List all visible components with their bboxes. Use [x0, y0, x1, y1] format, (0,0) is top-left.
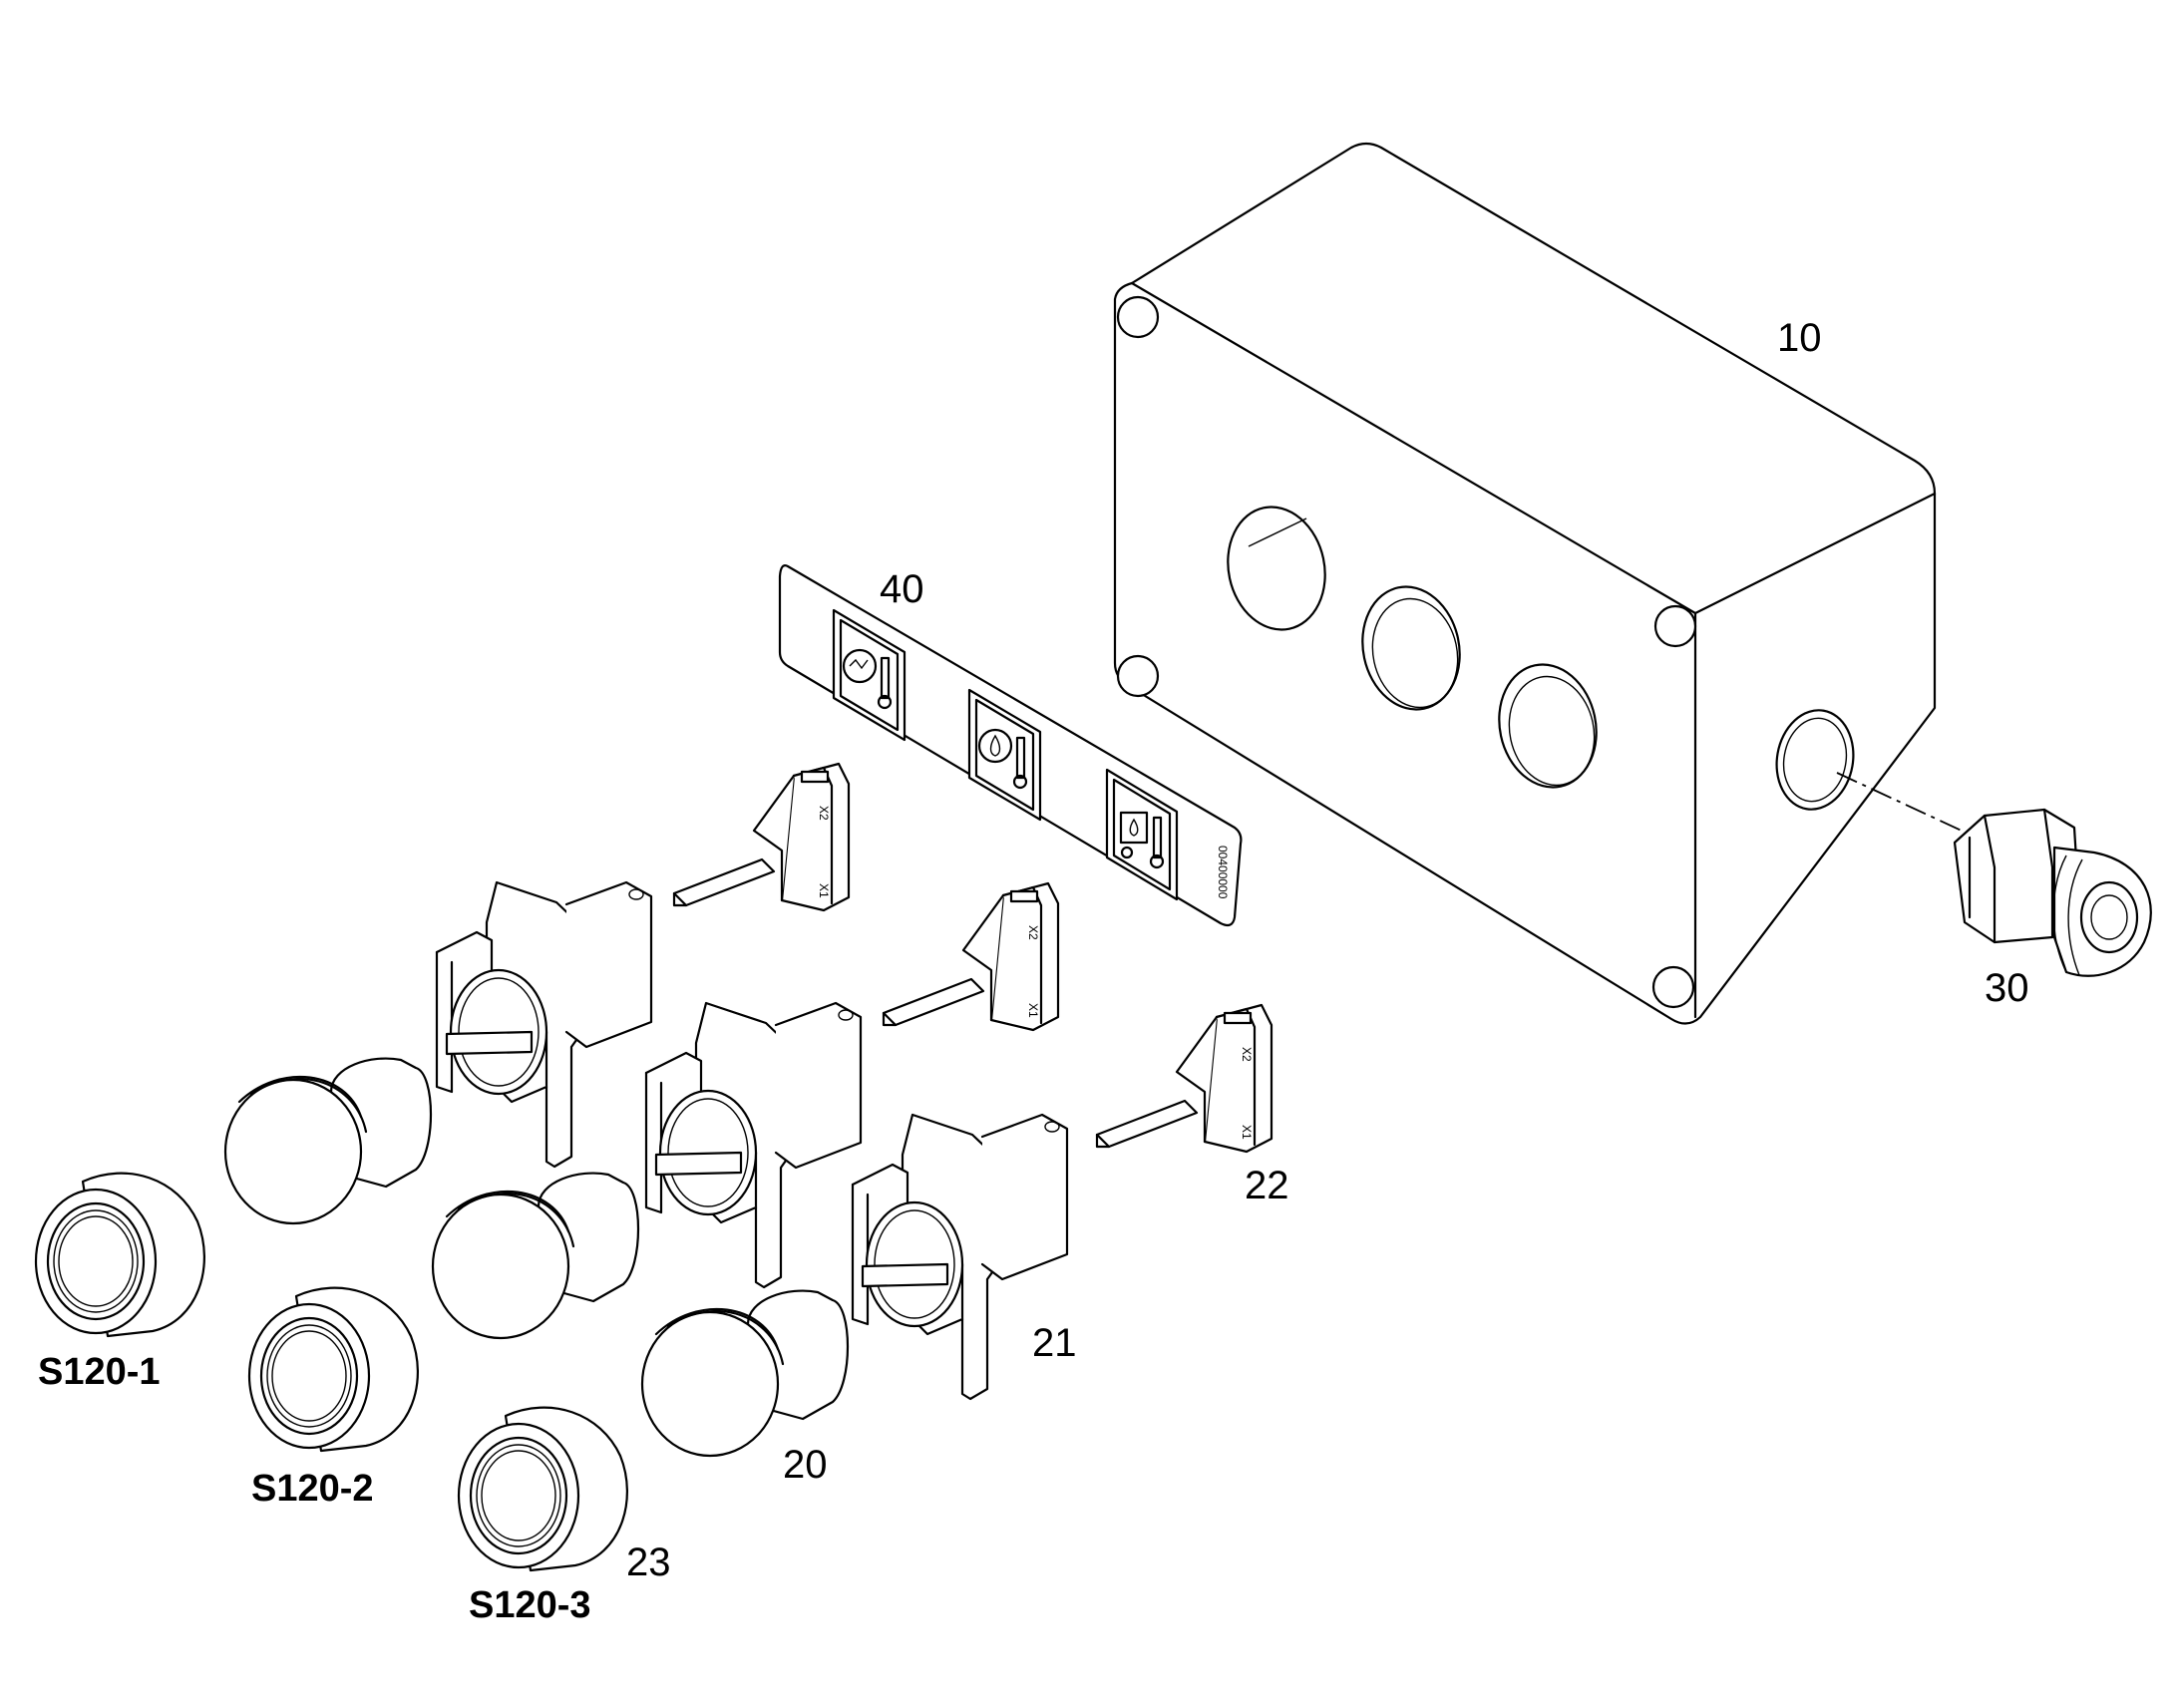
designation-s120-1: S120-1 [38, 1351, 161, 1393]
mounting-hole [1653, 604, 1697, 648]
callout-30: 30 [1985, 966, 2029, 1010]
callout-21: 21 [1032, 1321, 1077, 1365]
designation-s120-3: S120-3 [469, 1584, 591, 1626]
callout-10: 10 [1777, 316, 1822, 360]
callout-40: 40 [880, 567, 924, 611]
assembly-axis-line [1836, 772, 1978, 839]
switch-hole-2 [1361, 585, 1461, 711]
designation-s120-2: S120-2 [251, 1468, 374, 1510]
gland-hole [1775, 709, 1855, 811]
switch-hole-3 [1498, 663, 1598, 789]
switch-hole-1 [1227, 506, 1326, 631]
lens-cap: 23 [34, 1172, 671, 1584]
callout-23: 23 [626, 1540, 671, 1584]
engine-air-temperature-icon [832, 608, 907, 742]
cable-gland: 30 [1953, 808, 2152, 1010]
callout-22: 22 [1245, 1164, 1289, 1207]
mounting-hole [1116, 295, 1160, 339]
plate-part-code: 00400000 [1216, 846, 1230, 899]
legend-plate: 00400000 40 [778, 564, 1243, 927]
enclosure: 10 [1113, 142, 1937, 1025]
callout-20: 20 [783, 1443, 828, 1487]
contact-block: 22 [672, 762, 1289, 1207]
mounting-adapter: 21 [435, 880, 1077, 1401]
engine-oil-temperature-icon [967, 688, 1042, 822]
mounting-hole [1116, 654, 1160, 698]
mounting-hole [1651, 965, 1695, 1009]
coolant-temperature-icon [1105, 768, 1179, 901]
lamp-head: 20 [223, 1057, 850, 1487]
